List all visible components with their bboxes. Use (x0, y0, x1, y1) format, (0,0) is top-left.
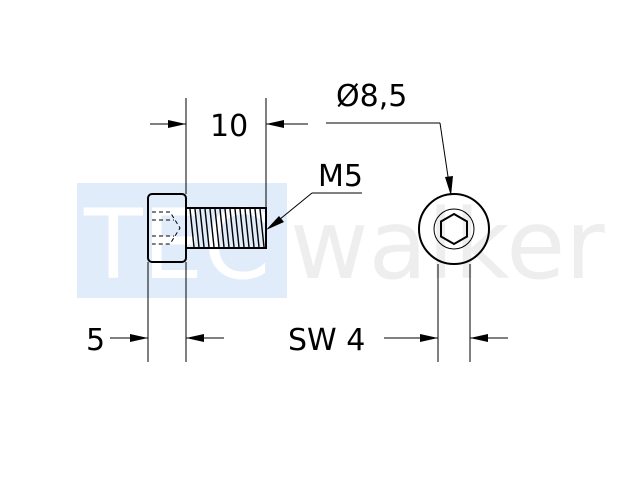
dim-hex-label: SW 4 (288, 323, 365, 358)
thread-line (229, 208, 235, 248)
watermark-prefix: TEC (83, 189, 270, 301)
thread-callout: M5 (266, 159, 363, 230)
screw-side-view (147, 193, 267, 263)
dimension-hex: SW 4 (288, 264, 508, 362)
thread-line (239, 208, 245, 248)
dim-head-label: 5 (86, 323, 105, 358)
dim-diameter-label: Ø8,5 (336, 79, 407, 114)
watermark-box (77, 183, 287, 298)
thread-line (189, 208, 195, 248)
diameter-callout: Ø8,5 (326, 79, 453, 196)
thread-line (204, 208, 210, 248)
thread-line (244, 208, 250, 248)
thread-line (219, 208, 225, 248)
watermark-suffix: walker (290, 189, 605, 301)
thread-line (249, 208, 255, 248)
thread-line (209, 208, 215, 248)
dim-thread-label: M5 (318, 159, 363, 194)
dim-length-label: 10 (210, 109, 248, 144)
screw-end-view (418, 193, 490, 265)
thread-line (214, 208, 220, 248)
thread-line (194, 208, 200, 248)
screw-shank (185, 207, 267, 249)
hex-socket-hidden-lines (152, 211, 181, 245)
head-inner-circle (433, 208, 475, 250)
dimension-length: 10 (150, 98, 308, 208)
thread-line (234, 208, 240, 248)
watermark: TEC walker (77, 183, 605, 301)
dimension-head: 5 (86, 262, 224, 362)
thread-line (199, 208, 205, 248)
thread-line (224, 208, 230, 248)
head-outer-circle (418, 193, 490, 265)
thread-line (254, 208, 260, 248)
thread-lines (189, 208, 265, 248)
thread-line (259, 208, 265, 248)
hex-socket (440, 212, 468, 246)
